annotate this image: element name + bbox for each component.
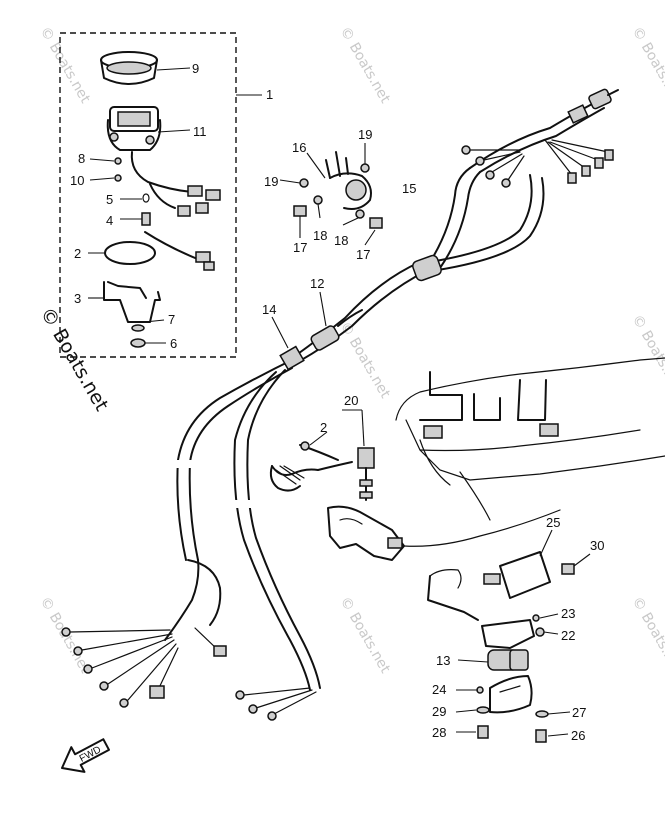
tachometer-assembly	[88, 51, 221, 348]
watermark: © Boats.net	[629, 594, 665, 676]
callout-22: 22	[561, 628, 575, 643]
callout-19: 19	[358, 127, 372, 142]
callout-6: 6	[170, 336, 177, 351]
switch-cover	[489, 675, 533, 714]
fwd-arrow: FWD	[61, 738, 110, 773]
washer	[131, 324, 145, 332]
washer	[313, 195, 323, 205]
callout-30: 30	[590, 538, 604, 553]
meter-kit-boundary	[59, 32, 262, 358]
washer	[355, 209, 365, 219]
callout-5: 5	[106, 192, 113, 207]
bolt	[477, 725, 489, 739]
washer	[535, 710, 549, 718]
nut	[130, 338, 146, 348]
callout-18: 18	[313, 228, 327, 243]
callout-2: 2	[320, 420, 327, 435]
fwd-label: FWD	[78, 744, 103, 764]
callout-3: 3	[74, 291, 81, 306]
meter-cap	[100, 51, 158, 85]
meter-harness	[130, 151, 221, 271]
switch-assembly	[279, 143, 383, 246]
callout-28: 28	[432, 725, 446, 740]
callout-2: 2	[74, 246, 81, 261]
callout-7: 7	[168, 312, 175, 327]
callout-10: 10	[70, 173, 84, 188]
callout-16: 16	[292, 140, 306, 155]
callout-25: 25	[546, 515, 560, 530]
harness-clamp	[412, 254, 442, 282]
meter-body	[106, 106, 162, 151]
tail-leads	[235, 687, 317, 721]
engine-outline	[395, 357, 665, 521]
bolt	[535, 729, 547, 743]
callout-17: 17	[293, 240, 307, 255]
callout-11: 11	[193, 124, 207, 139]
watermark: © Boats.net	[37, 24, 94, 106]
watermark: © Boats.net	[629, 312, 665, 394]
callout-17: 17	[356, 247, 370, 262]
callout-19: 19	[264, 174, 278, 189]
watermark: © Boats.net	[337, 594, 394, 676]
callout-9: 9	[192, 61, 199, 76]
meter-bracket	[103, 281, 161, 323]
callout-27: 27	[572, 705, 586, 720]
engine-connector	[567, 88, 619, 124]
stop-switch-body	[357, 447, 375, 469]
bulb	[142, 193, 150, 203]
engine-leads	[461, 139, 614, 188]
harness-fanout	[61, 627, 227, 708]
connector-12	[310, 291, 363, 351]
washer	[476, 706, 490, 714]
callout-12: 12	[310, 276, 324, 291]
washer	[114, 157, 122, 165]
callout-13: 13	[436, 653, 450, 668]
nut	[114, 174, 122, 182]
callout-26: 26	[571, 728, 585, 743]
callout-15: 15	[402, 181, 416, 196]
rectifier-unit	[499, 551, 551, 599]
nut	[299, 178, 309, 188]
callout-24: 24	[432, 682, 446, 697]
callout-1: 1	[266, 87, 273, 102]
callout-23: 23	[561, 606, 575, 621]
lower-right-parts	[427, 529, 591, 743]
nut	[532, 614, 540, 622]
callout-8: 8	[78, 151, 85, 166]
washer	[535, 627, 545, 637]
screw	[369, 217, 383, 229]
callout-20: 20	[344, 393, 358, 408]
main-wire-harness	[61, 88, 619, 721]
callout-14: 14	[262, 302, 276, 317]
connector-14	[271, 316, 305, 371]
callout-4: 4	[106, 213, 113, 228]
screw	[293, 205, 307, 217]
watermark: © Boats.net	[629, 24, 665, 106]
stop-switch	[269, 409, 561, 561]
watermark-dark: © Boats.net	[36, 304, 113, 415]
callout-29: 29	[432, 704, 446, 719]
watermark: © Boats.net	[337, 24, 394, 106]
callouts: 1 2 2 3 4 5 6 7 8 9 10 11 12 13 14 15 16…	[70, 61, 604, 743]
callout-18: 18	[334, 233, 348, 248]
screw	[561, 563, 575, 575]
o-ring	[104, 241, 156, 265]
nut	[360, 163, 370, 173]
socket	[141, 212, 151, 226]
